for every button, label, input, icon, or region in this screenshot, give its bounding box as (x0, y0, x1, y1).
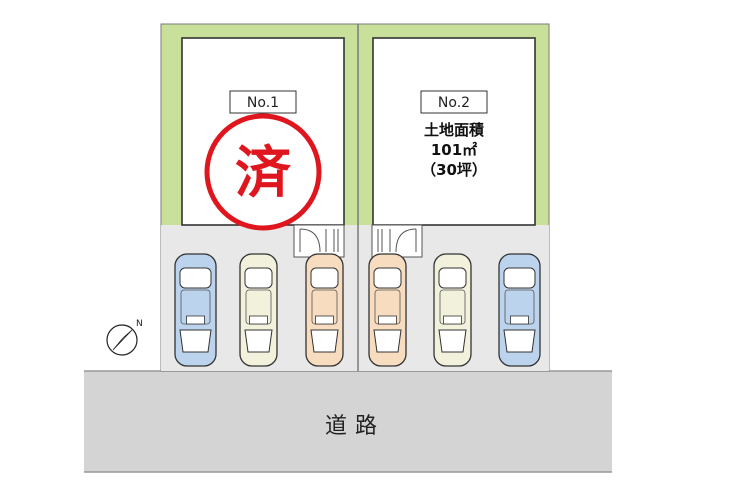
car-5 (433, 253, 472, 367)
road-label: 道路 (325, 414, 385, 439)
north-compass: N (106, 319, 143, 356)
car-3 (305, 253, 344, 367)
lot-2-area-sqm: 101㎡ (431, 141, 477, 159)
lot-1-entrance (293, 224, 345, 258)
lot-2-building (372, 37, 536, 226)
parked-cars (174, 253, 541, 367)
north-label: N (136, 319, 143, 329)
road (84, 371, 612, 472)
lot-2-number-box (420, 90, 488, 114)
car-2 (239, 253, 278, 367)
car-4 (368, 253, 407, 367)
sold-stamp-text: 済 (235, 141, 292, 206)
lot-2-entrance (371, 224, 423, 258)
lot-1-number-box (229, 90, 297, 114)
lot-1-number: No.1 (247, 95, 279, 111)
car-6 (498, 253, 541, 367)
lot-2-area-tsubo: （30坪） (421, 161, 487, 179)
sold-stamp: 済 (204, 113, 322, 231)
car-1 (174, 253, 217, 367)
lot-2-area-title: 土地面積 (424, 121, 485, 139)
lot-2-number: No.2 (438, 95, 470, 111)
